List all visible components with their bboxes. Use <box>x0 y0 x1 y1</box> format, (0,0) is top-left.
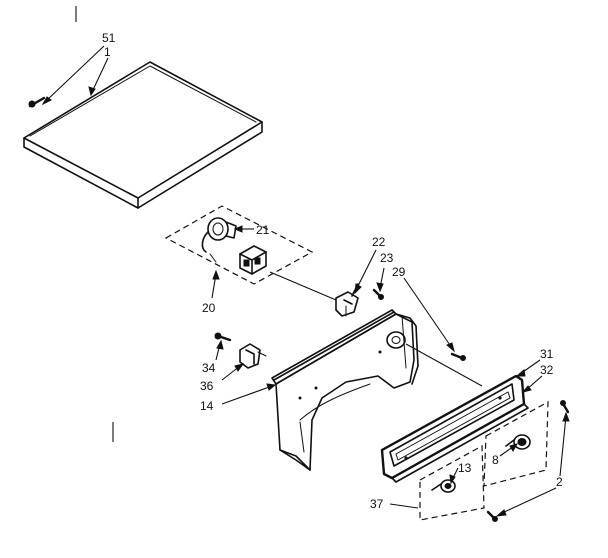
callout-51: 51 <box>102 31 116 45</box>
timer-motor <box>201 217 237 263</box>
top-screw <box>28 96 46 108</box>
leader-51 <box>45 45 105 102</box>
panel-screw-right <box>560 400 570 414</box>
leader-14 <box>221 385 273 405</box>
callout-20: 20 <box>202 301 216 315</box>
callout-8: 8 <box>492 453 499 467</box>
leader-21-arrow <box>233 225 243 233</box>
bracket-screw <box>372 288 384 300</box>
leader-2-up <box>559 415 567 477</box>
callout-34: 34 <box>202 361 216 375</box>
leader-51-arrow <box>41 96 52 106</box>
mounting-screw <box>214 332 232 342</box>
callout-37: 37 <box>370 497 384 511</box>
leader-1-arrow <box>88 86 96 97</box>
leader-37 <box>389 503 419 509</box>
panel-screw-bottom <box>486 510 498 522</box>
leader-8-arrow <box>509 443 519 452</box>
leader-13-arrow <box>449 474 456 485</box>
timer-switch <box>239 245 267 275</box>
leader-22-arrow <box>354 283 362 295</box>
callout-1: 1 <box>104 45 111 59</box>
control-knob <box>505 434 531 450</box>
centerline-switch <box>269 271 337 301</box>
callout-14: 14 <box>200 399 214 413</box>
leader-14-arrow <box>266 383 277 391</box>
callout-31: 31 <box>540 347 554 361</box>
leader-31-arrow <box>515 369 526 377</box>
leader-23-arrow <box>376 282 384 293</box>
callout-21: 21 <box>256 223 270 237</box>
lower-knob-group-outline <box>419 445 485 521</box>
leader-2-up-arrow <box>562 411 570 422</box>
switch-group-outline <box>164 205 314 285</box>
callout-13: 13 <box>458 461 472 475</box>
leader-20-arrow <box>212 269 220 280</box>
leader-2-down <box>499 487 557 515</box>
leader-29-arrow <box>446 342 455 353</box>
leader-32-arrow <box>521 385 532 393</box>
leader-36-arrow <box>234 363 245 372</box>
panel-clip <box>239 343 267 369</box>
top-panel <box>23 61 263 209</box>
centerline-console <box>405 343 483 387</box>
leader-1 <box>91 57 109 93</box>
leader-29 <box>403 277 453 349</box>
callout-23: 23 <box>380 251 394 265</box>
console-front-panel <box>271 309 419 471</box>
callout-22: 22 <box>372 235 386 249</box>
leader-22 <box>355 249 377 291</box>
callout-36: 36 <box>200 379 214 393</box>
callout-29: 29 <box>392 265 406 279</box>
console-screw <box>450 352 466 361</box>
callout-2: 2 <box>556 475 563 489</box>
leader-34-arrow <box>216 339 224 350</box>
leader-2-down-arrow <box>495 509 507 517</box>
switch-bracket <box>335 283 359 317</box>
control-panel-bezel <box>380 374 529 483</box>
push-button <box>431 479 456 493</box>
callout-32: 32 <box>540 363 554 377</box>
